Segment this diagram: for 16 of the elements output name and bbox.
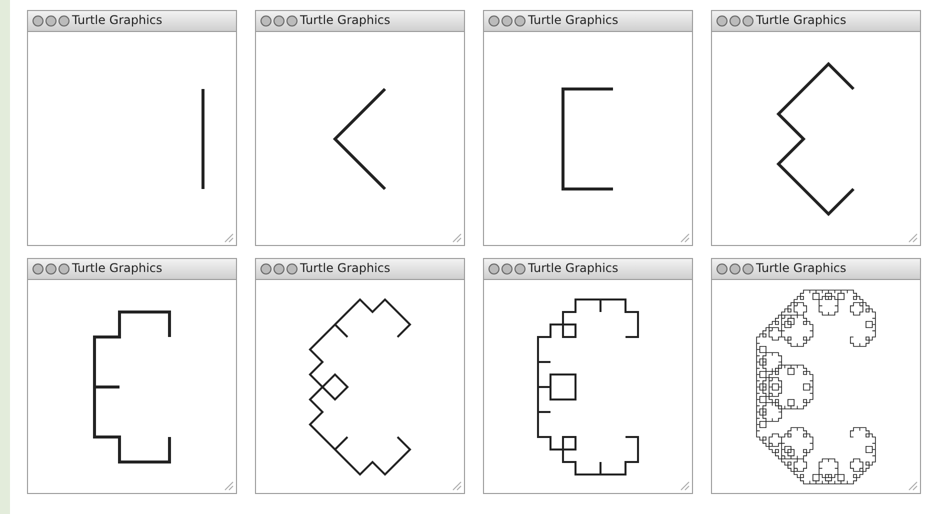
window-title: Turtle Graphics	[72, 13, 162, 27]
app-window	[483, 258, 693, 494]
window-title: Turtle Graphics	[756, 261, 846, 275]
window-title: Turtle Graphics	[528, 13, 618, 27]
app-window	[255, 10, 465, 246]
app-window	[27, 258, 237, 494]
app-window	[483, 10, 693, 246]
window-title: Turtle Graphics	[300, 261, 390, 275]
window-title: Turtle Graphics	[300, 13, 390, 27]
window-title: Turtle Graphics	[72, 261, 162, 275]
app-window	[711, 10, 921, 246]
window-title: Turtle Graphics	[528, 261, 618, 275]
window-title: Turtle Graphics	[756, 13, 846, 27]
app-window	[27, 10, 237, 246]
app-window	[255, 258, 465, 494]
app-window	[711, 258, 921, 494]
